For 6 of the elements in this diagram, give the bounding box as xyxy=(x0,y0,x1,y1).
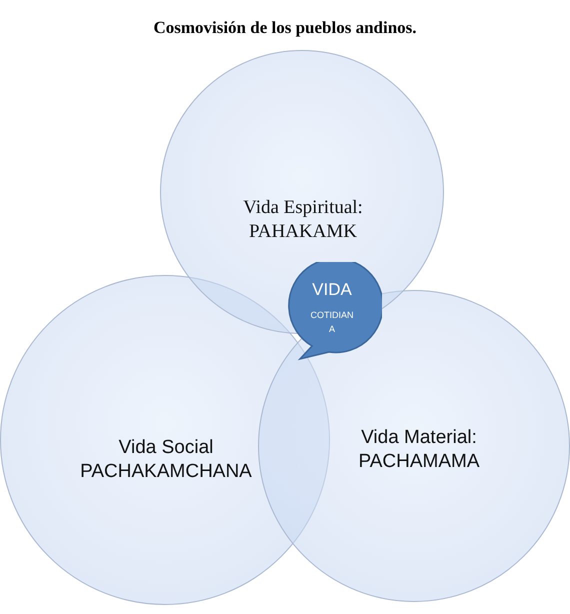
bubble-label: VIDA xyxy=(311,280,353,300)
circle-label: Vida Social PACHAKAMCHANA xyxy=(79,436,253,484)
title: Cosmovisión de los pueblos andinos. xyxy=(152,18,418,38)
circle-label: Vida Espiritual: PAHAKAMK xyxy=(242,196,364,244)
circle-label: Vida Material: PACHAMAMA xyxy=(357,426,481,474)
bubble-label: COTIDIANA xyxy=(310,309,354,336)
